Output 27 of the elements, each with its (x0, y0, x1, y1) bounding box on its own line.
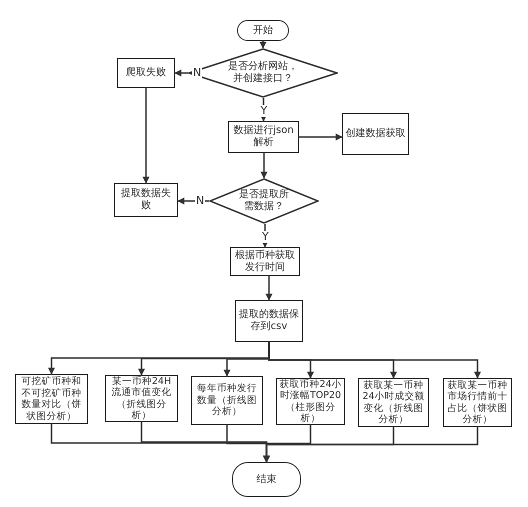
edge-label: N (195, 195, 206, 207)
edge-label: Y (260, 105, 268, 117)
process-box: 获取某一币种24小时成交额变化（折线图分析） (358, 378, 429, 427)
process-box: 获取币种24小时涨幅TOP20（柱形图分析） (276, 378, 345, 425)
process-box: 创建数据获取 (342, 113, 409, 155)
terminal-box: 结束 (232, 462, 301, 497)
decision-diamond: 是否提取所需数据？ (209, 178, 319, 224)
arrow (142, 88, 150, 184)
process-box: 爬取失败 (117, 58, 175, 88)
arrow (299, 134, 343, 140)
process-box: 根据币种获取发行时间 (230, 247, 300, 276)
arrow (263, 427, 478, 463)
arrow (260, 41, 266, 49)
process-box: 获取某一币种市场行情前十占比（饼状图分析） (443, 378, 512, 427)
edge-label: N (192, 67, 202, 79)
process-box: 提取的数据保存到csv (235, 300, 303, 342)
process-box: 数据进行json解析 (228, 121, 299, 153)
process-box: 每年币种发行数量（折线图分析） (191, 376, 263, 425)
terminal-box: 开始 (237, 20, 289, 41)
arrow (260, 153, 268, 179)
arrow (268, 342, 481, 379)
edge-label: Y (261, 231, 270, 243)
arrow (174, 70, 188, 76)
arrow (266, 276, 272, 301)
process-box: 可挖矿币种和不可挖矿币种数量对比（饼状图分析） (15, 374, 88, 424)
process-box: 某一币种24H流通市值变化（折线图分析） (105, 375, 178, 422)
process-box: 提取数据失败 (114, 183, 178, 217)
